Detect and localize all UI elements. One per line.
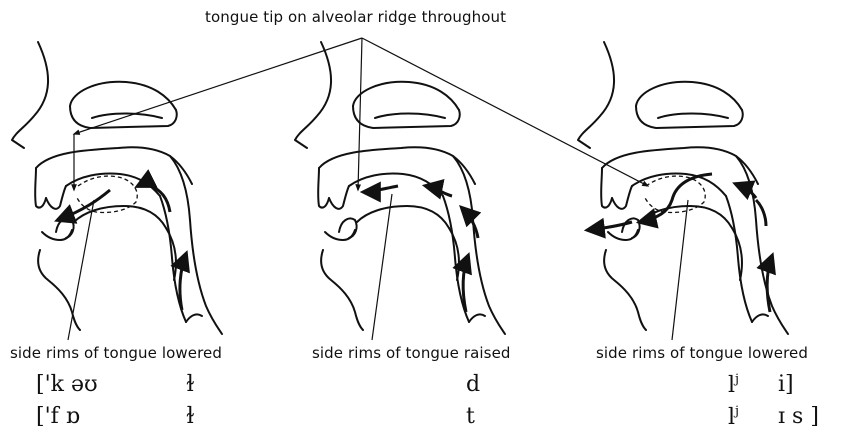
row2-stop: t <box>466 404 475 429</box>
row1-end: i] <box>778 372 794 397</box>
panel-3-vocal-tract <box>578 42 788 340</box>
row1-velarized-l: ɫ <box>186 372 194 397</box>
row1-start: ['k əʊ <box>36 372 98 397</box>
row1-stop: d <box>466 372 480 397</box>
row1-l: l <box>728 373 735 398</box>
row2-palatal-mark: j <box>735 404 739 419</box>
row2-palatalized-l: lj <box>728 404 739 430</box>
panel-2-vocal-tract <box>295 42 505 340</box>
row1-palatalized-l: lj <box>728 372 739 398</box>
top-label-leaders <box>74 38 648 190</box>
row1-palatal-mark: j <box>735 372 739 387</box>
row2-velarized-l: ɫ <box>186 404 194 429</box>
row2-end: ɪ s ] <box>778 404 819 429</box>
panel-2-caption: side rims of tongue raised <box>312 344 511 362</box>
top-label: tongue tip on alveolar ridge throughout <box>205 8 506 26</box>
row2-start: ['f ɒ <box>36 404 80 429</box>
panel-1-caption: side rims of tongue lowered <box>10 344 222 362</box>
panel-1-vocal-tract <box>12 42 222 340</box>
panel-3-caption: side rims of tongue lowered <box>596 344 808 362</box>
row2-l: l <box>728 405 735 430</box>
